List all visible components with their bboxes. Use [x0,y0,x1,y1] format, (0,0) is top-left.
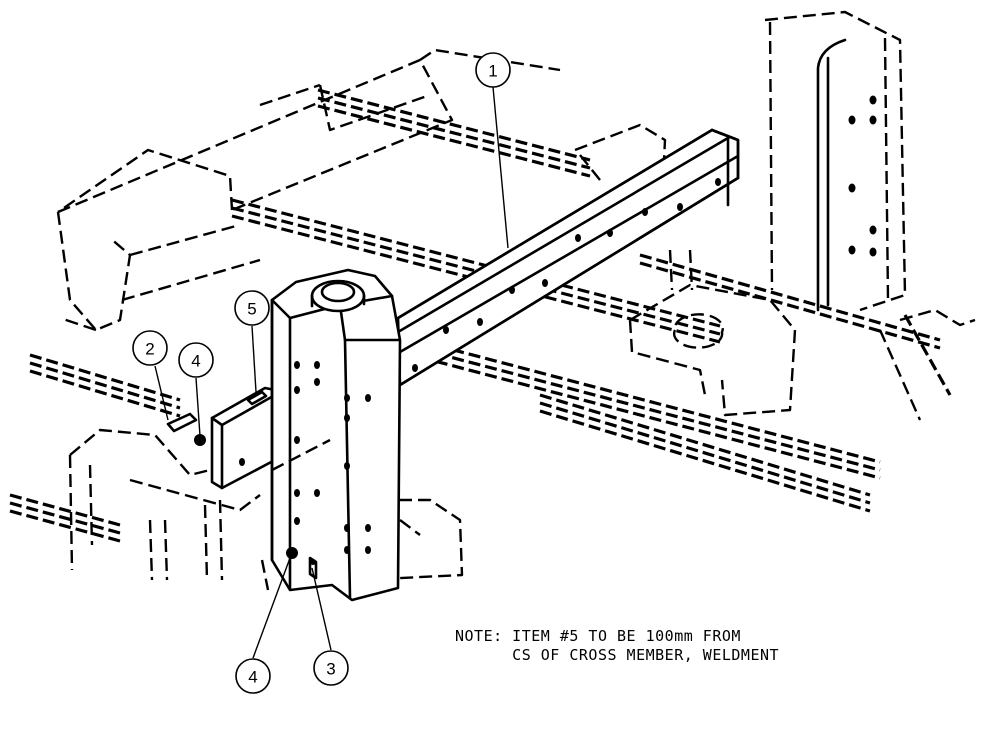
cross-member-holes [412,178,721,372]
right-upright [816,38,877,312]
balloon-item-2: 2 [132,330,168,366]
leader-item-3 [311,567,332,651]
hidden-frame-lines [9,10,976,582]
bolt-item-3 [308,556,318,580]
nut-item-4-lower [286,547,298,559]
left-upright-holes [294,361,371,554]
cross-member-left-stub [210,386,277,490]
leader-item-5 [251,325,257,393]
svg-text:2: 2 [145,340,154,359]
balloon-item-5: 5 [234,290,270,326]
balloon-item-4-upper: 4 [178,342,214,378]
balloon-callouts: 1 2 4 5 4 3 [132,52,511,694]
leader-item-4-upper [195,377,201,437]
svg-text:5: 5 [247,300,256,319]
fasteners [166,412,318,580]
drawing-note: NOTE: ITEM #5 TO BE 100mm FROM CS OF CRO… [455,627,779,665]
leader-item-1 [492,86,509,249]
leader-item-4-lower [252,557,291,659]
balloon-item-1: 1 [475,52,511,88]
svg-text:3: 3 [326,660,335,679]
note-line-1: NOTE: ITEM #5 TO BE 100mm FROM [455,627,741,645]
left-upright [260,268,402,602]
svg-text:4: 4 [248,668,257,687]
nut-item-4-upper [194,434,206,446]
svg-text:4: 4 [191,352,200,371]
bolt-item-2 [166,412,198,433]
balloon-item-4-lower: 4 [235,658,271,694]
right-upright-holes [848,95,877,257]
leader-item-2 [154,365,169,421]
cross-member [396,128,740,387]
balloon-item-3: 3 [313,650,349,686]
note-line-2: CS OF CROSS MEMBER, WELDMENT [455,646,780,664]
svg-text:1: 1 [488,62,497,81]
